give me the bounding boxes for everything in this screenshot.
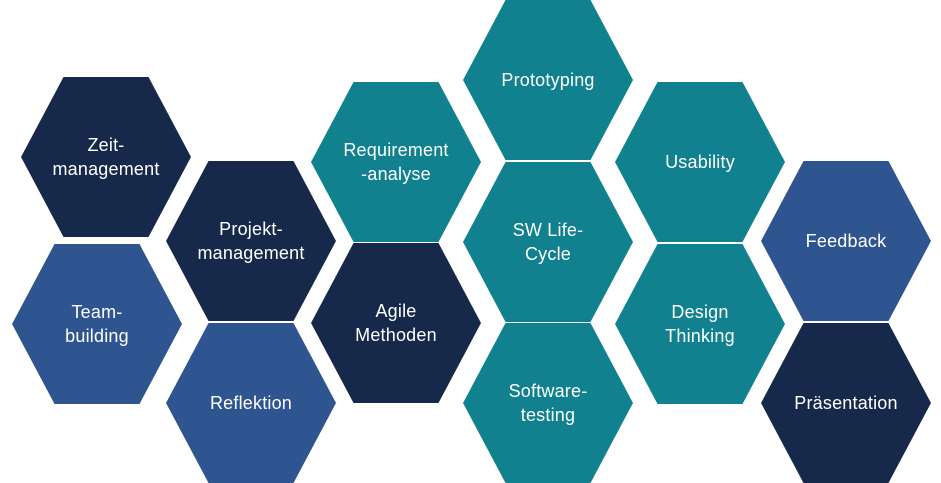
- hexagon-requirement-analyse: Requirement -analyse: [311, 82, 481, 242]
- hexagon-label: Präsentation: [794, 392, 898, 413]
- hexagon-label: Reflektion: [209, 392, 293, 413]
- hexagon-label: Design Thinking: [665, 301, 735, 346]
- hexagon-usability: Usability: [615, 82, 785, 242]
- hexagon-prototyping: Prototyping: [463, 0, 633, 160]
- hexagon-label: Requirement -analyse: [343, 139, 449, 184]
- hexagon-label: Team- building: [65, 301, 129, 346]
- hexagon-agile-methoden: Agile Methoden: [311, 243, 481, 403]
- hexagon-label: Prototyping: [501, 69, 595, 90]
- hexagon-software-testing: Software- testing: [463, 323, 633, 483]
- hexagon-label: Zeit- management: [52, 134, 160, 179]
- hexagon-label: Projekt- management: [197, 218, 305, 263]
- hexagon-zeit-management: Zeit- management: [21, 77, 191, 237]
- hexagon-label: Software- testing: [508, 380, 588, 425]
- hexagon-sw-life-cycle: SW Life- Cycle: [463, 162, 633, 322]
- hexagon-design-thinking: Design Thinking: [615, 244, 785, 404]
- hexagon-feedback: Feedback: [761, 161, 931, 321]
- hexagon-label: SW Life- Cycle: [512, 219, 584, 264]
- hexagon-label: Agile Methoden: [355, 300, 437, 345]
- hexagon-projekt-management: Projekt- management: [166, 161, 336, 321]
- hexagon-team-building: Team- building: [12, 244, 182, 404]
- hexagon-praesentation: Präsentation: [761, 323, 931, 483]
- hexagon-reflektion: Reflektion: [166, 323, 336, 483]
- hexagon-label: Usability: [665, 151, 735, 172]
- hexagon-label: Feedback: [805, 230, 887, 251]
